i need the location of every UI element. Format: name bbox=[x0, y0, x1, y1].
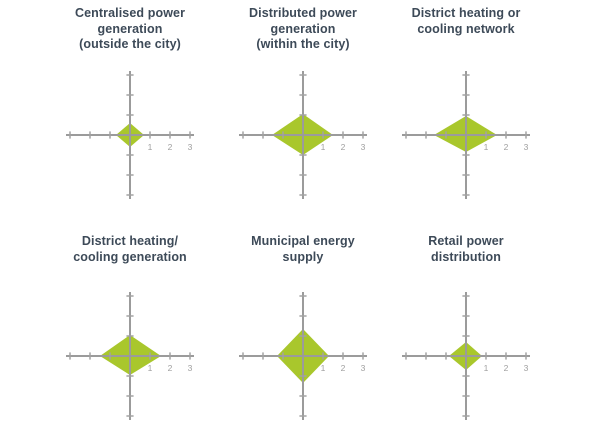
chart-title: District heating/ cooling generation bbox=[73, 234, 187, 264]
tick-label: 1 bbox=[321, 363, 326, 373]
tick-label: 3 bbox=[188, 142, 193, 152]
chart-title: District heating or cooling network bbox=[411, 6, 521, 36]
tick-label: 3 bbox=[524, 363, 529, 373]
tick-label: 2 bbox=[341, 142, 346, 152]
radar-chart: 1 2 3 bbox=[402, 70, 530, 199]
radar-chart: 1 2 3 bbox=[66, 292, 194, 420]
tick-label: 2 bbox=[168, 142, 173, 152]
tick-label: 3 bbox=[188, 363, 193, 373]
tick-label: 3 bbox=[524, 142, 529, 152]
tick-label: 1 bbox=[484, 363, 489, 373]
radar-chart: 1 2 3 bbox=[402, 292, 530, 420]
tick-label: 3 bbox=[361, 142, 366, 152]
tick-label: 1 bbox=[148, 142, 153, 152]
radar-chart: 1 2 3 bbox=[239, 292, 367, 420]
tick-label: 2 bbox=[341, 363, 346, 373]
tick-label: 1 bbox=[484, 142, 489, 152]
tick-label: 1 bbox=[321, 142, 326, 152]
tick-label: 2 bbox=[504, 363, 509, 373]
tick-label: 2 bbox=[504, 142, 509, 152]
chart-title: Retail power distribution bbox=[428, 234, 504, 264]
radar-chart: 1 2 3 bbox=[239, 70, 367, 199]
chart-title: Municipal energy supply bbox=[251, 234, 355, 264]
chart-title: Centralised power generation (outside th… bbox=[74, 6, 186, 51]
tick-label: 2 bbox=[168, 363, 173, 373]
tick-label: 1 bbox=[148, 363, 153, 373]
tick-label: 3 bbox=[361, 363, 366, 373]
radar-chart: 1 2 3 bbox=[66, 70, 194, 199]
chart-title: Distributed power generation (within the… bbox=[249, 6, 357, 51]
